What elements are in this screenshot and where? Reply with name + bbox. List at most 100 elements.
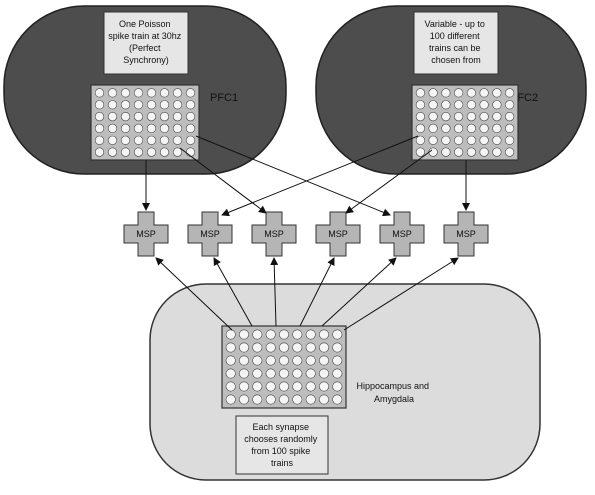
hippocampus-region: Hippocampus and Amygdala Each synapse ch… bbox=[149, 283, 541, 481]
hippocampus-neuron-dot bbox=[225, 381, 236, 392]
hippocampus-projections bbox=[155, 257, 459, 331]
pfc1-neuron-grid bbox=[90, 84, 200, 161]
pfc2-neuron-dot bbox=[441, 111, 451, 122]
pfc2-region: Variable - up to 100 different trains ca… bbox=[315, 5, 587, 175]
hippocampus-neuron-dot bbox=[225, 355, 236, 366]
hippocampus-neuron-dot bbox=[239, 368, 250, 379]
pfc1-neuron-dot bbox=[120, 123, 131, 133]
hippocampus-neuron-dot bbox=[265, 368, 276, 379]
pfc1-neuron-dot bbox=[107, 123, 118, 133]
hippocampus-neuron-dot bbox=[332, 342, 343, 353]
pfc2-neuron-dot bbox=[415, 111, 426, 122]
msp-cross-3 bbox=[251, 211, 297, 257]
hippocampus-neuron-dot bbox=[278, 368, 289, 379]
hippocampus-neuron-dot bbox=[292, 329, 303, 340]
hippocampus-neuron-dot bbox=[252, 381, 263, 392]
pfc2-neuron-dot bbox=[466, 111, 477, 122]
pfc1-neuron-dot bbox=[146, 147, 157, 157]
hippocampus-neuron-dot bbox=[278, 329, 289, 340]
pfc2-neuron-dot bbox=[466, 123, 477, 133]
pfc1-neuron-dot bbox=[159, 135, 170, 145]
pfc2-neuron-dot bbox=[479, 123, 489, 133]
msp-cross-5 bbox=[379, 211, 425, 257]
pfc2-neuron-dots bbox=[415, 88, 515, 157]
pfc2-neuron-dot bbox=[454, 147, 464, 157]
hippocampus-neuron-dot bbox=[252, 368, 263, 379]
pfc1-neuron-dot bbox=[146, 123, 157, 133]
pfc2-neuron-dot bbox=[492, 147, 502, 157]
pfc1-neuron-dot bbox=[120, 88, 131, 98]
hippocampus-neuron-dot bbox=[332, 381, 343, 392]
hippocampus-neuron-dot bbox=[239, 329, 250, 340]
pfc2-neuron-dot bbox=[428, 88, 438, 98]
pfc1-neuron-dot bbox=[94, 147, 105, 157]
hippocampus-neuron-dot bbox=[252, 342, 263, 353]
pfc2-neuron-dot bbox=[428, 147, 438, 157]
hippocampus-neuron-dot bbox=[318, 381, 329, 392]
msp-cross-1 bbox=[123, 211, 169, 257]
hippocampus-neuron-dot bbox=[332, 355, 343, 366]
hippocampus-neuron-dot bbox=[239, 342, 250, 353]
hippocampus-neuron-dot bbox=[278, 381, 289, 392]
pfc1-neuron-dot bbox=[185, 135, 196, 145]
hippocampus-neuron-dot bbox=[225, 368, 236, 379]
pfc1-neuron-dot bbox=[107, 88, 118, 98]
pfc1-neuron-dot bbox=[172, 100, 183, 110]
msp-label-5: MSP bbox=[392, 229, 412, 239]
arrow-pfc2-to-msp-2 bbox=[221, 135, 419, 217]
pfc2-neuron-dot bbox=[466, 147, 477, 157]
arrow-hippo-to-msp-6 bbox=[343, 257, 459, 331]
pfc2-note: Variable - up to 100 different trains ca… bbox=[425, 19, 488, 65]
pfc1-neuron-dot bbox=[185, 88, 196, 98]
hippocampus-neuron-dot bbox=[265, 355, 276, 366]
hippocampus-neuron-dot bbox=[318, 368, 329, 379]
pfc2-neuron-dot bbox=[428, 100, 438, 110]
pfc1-neuron-dot bbox=[107, 147, 118, 157]
pfc1-projections bbox=[142, 135, 391, 217]
pfc2-neuron-dot bbox=[415, 123, 426, 133]
pfc2-neuron-dot bbox=[441, 123, 451, 133]
hippocampus-neuron-dot bbox=[252, 329, 263, 340]
hippocampus-neuron-dot bbox=[239, 381, 250, 392]
arrow-pfc2-to-msp-4 bbox=[345, 149, 433, 214]
pfc2-projections bbox=[221, 135, 470, 217]
pfc1-neuron-dot bbox=[94, 135, 105, 145]
hippocampus-neuron-dot bbox=[332, 329, 343, 340]
hippocampus-neuron-dot bbox=[252, 355, 263, 366]
pfc2-neuron-dot bbox=[466, 88, 477, 98]
pfc1-neuron-dot bbox=[94, 100, 105, 110]
pfc1-note-box bbox=[103, 11, 189, 75]
hippocampus-neuron-dot bbox=[292, 394, 303, 405]
pfc1-note: One Poisson spike train at 30hz (Perfect… bbox=[108, 19, 184, 65]
pfc1-neuron-dot bbox=[172, 135, 183, 145]
pfc2-neuron-dot bbox=[428, 123, 438, 133]
pfc1-neuron-dot bbox=[185, 100, 196, 110]
hippocampus-neuron-dot bbox=[265, 394, 276, 405]
hippocampus-neuron-dot bbox=[278, 355, 289, 366]
pfc1-neuron-dot bbox=[120, 100, 131, 110]
hippocampus-neuron-dot bbox=[292, 342, 303, 353]
pfc2-neuron-dot bbox=[492, 123, 502, 133]
pfc2-neuron-dot bbox=[505, 123, 515, 133]
pfc1-neuron-dot bbox=[133, 135, 144, 145]
pfc2-neuron-dot bbox=[454, 135, 464, 145]
arrow-hippo-to-msp-2 bbox=[213, 257, 253, 327]
hippocampus-neuron-dot bbox=[239, 394, 250, 405]
pfc2-neuron-dot bbox=[479, 135, 489, 145]
hippocampus-neuron-dot bbox=[305, 342, 316, 353]
pfc2-neuron-dot bbox=[454, 123, 464, 133]
pfc1-neuron-dot bbox=[94, 88, 105, 98]
hippocampus-neuron-dot bbox=[305, 355, 316, 366]
pfc2-neuron-dot bbox=[479, 88, 489, 98]
pfc2-neuron-dot bbox=[441, 88, 451, 98]
msp-node-2: MSP bbox=[187, 211, 233, 257]
msp-node-1: MSP bbox=[123, 211, 169, 257]
pfc1-neuron-dot bbox=[172, 123, 183, 133]
hippocampus-label: Hippocampus and Amygdala bbox=[356, 381, 431, 404]
pfc2-neuron-dot bbox=[441, 147, 451, 157]
arrow-pfc1-to-msp-5 bbox=[195, 135, 391, 217]
msp-cross-4 bbox=[315, 211, 361, 257]
hippocampus-neuron-dots bbox=[225, 329, 343, 405]
pfc1-neuron-dot bbox=[185, 147, 196, 157]
pfc1-neuron-dots bbox=[94, 88, 196, 157]
